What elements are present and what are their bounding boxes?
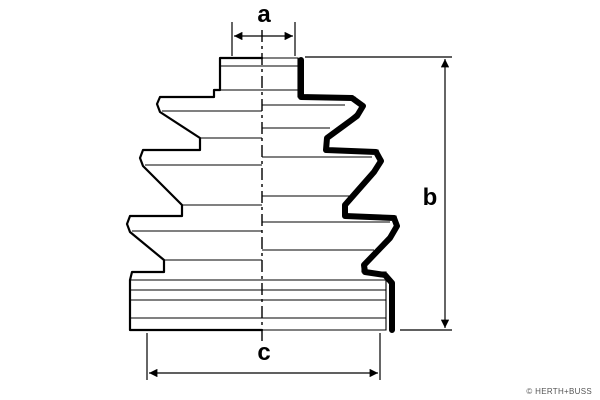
- dimension-c: c: [146, 333, 381, 380]
- brand-text: HERTH+BUSS: [535, 387, 592, 396]
- copyright-mark: ©: [526, 387, 535, 396]
- dimension-a: a: [231, 1, 296, 56]
- dimension-c-label: c: [257, 339, 270, 366]
- boot-left-outline: [125, 56, 264, 332]
- dimension-b-label: b: [423, 184, 438, 211]
- dimension-b: b: [305, 56, 452, 331]
- boot-wall-section: [298, 57, 400, 333]
- boot-outer-view: [125, 56, 264, 332]
- boot-section-view: [262, 57, 400, 333]
- brand-watermark: © HERTH+BUSS: [526, 387, 592, 396]
- dimension-a-label: a: [257, 1, 271, 28]
